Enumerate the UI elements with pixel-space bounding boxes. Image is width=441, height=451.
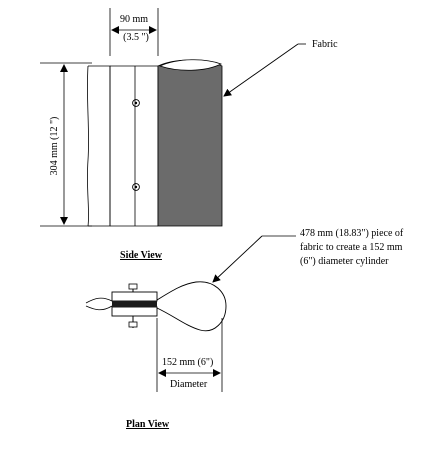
bolt-lower-icon xyxy=(132,183,140,191)
cylinder-left-edge xyxy=(87,65,89,227)
piece-leader-arrow xyxy=(212,235,263,283)
fabric-loop-cross-section xyxy=(156,281,227,332)
fabric-cylinder-top-opening xyxy=(158,59,223,71)
diameter-label: Diameter xyxy=(170,379,208,390)
fabric-tail-lower xyxy=(85,305,113,311)
clamp-plate-bottom xyxy=(111,306,158,317)
piece-annotation-line2: fabric to create a 152 mm xyxy=(300,242,403,253)
diameter-value-label: 152 mm (6") xyxy=(162,357,213,368)
clamp-plate-top xyxy=(111,291,158,302)
side-view: 90 mm (3.5 ") 304 mm (12 ") Fabric Side … xyxy=(40,8,338,261)
bolt-upper-icon xyxy=(132,99,140,107)
bolt-lower-center xyxy=(134,185,138,189)
height-label: 304 mm (12 ") xyxy=(49,117,60,176)
fabric-cylinder-body xyxy=(157,59,223,227)
plan-view-title: Plan View xyxy=(126,419,170,430)
width-in-label: (3.5 ") xyxy=(123,32,149,43)
side-view-title: Side View xyxy=(120,250,163,261)
cylinder-left-outline xyxy=(88,65,111,227)
bolt-nut-icon xyxy=(128,321,138,328)
fabric-label: Fabric xyxy=(312,39,338,50)
piece-annotation-line1: 478 mm (18.83") piece of xyxy=(300,228,404,239)
bolt-head-icon xyxy=(128,283,138,290)
piece-annotation-line3: (6") diameter cylinder xyxy=(300,256,389,267)
bolt-upper-center xyxy=(134,101,138,105)
plan-view: 478 mm (18.83") piece of fabric to creat… xyxy=(85,228,404,430)
fabric-leader-arrow xyxy=(223,43,299,97)
width-mm-label: 90 mm xyxy=(120,14,148,25)
clamped-fabric-layer xyxy=(112,301,157,307)
fabric-tail-upper xyxy=(85,297,113,304)
